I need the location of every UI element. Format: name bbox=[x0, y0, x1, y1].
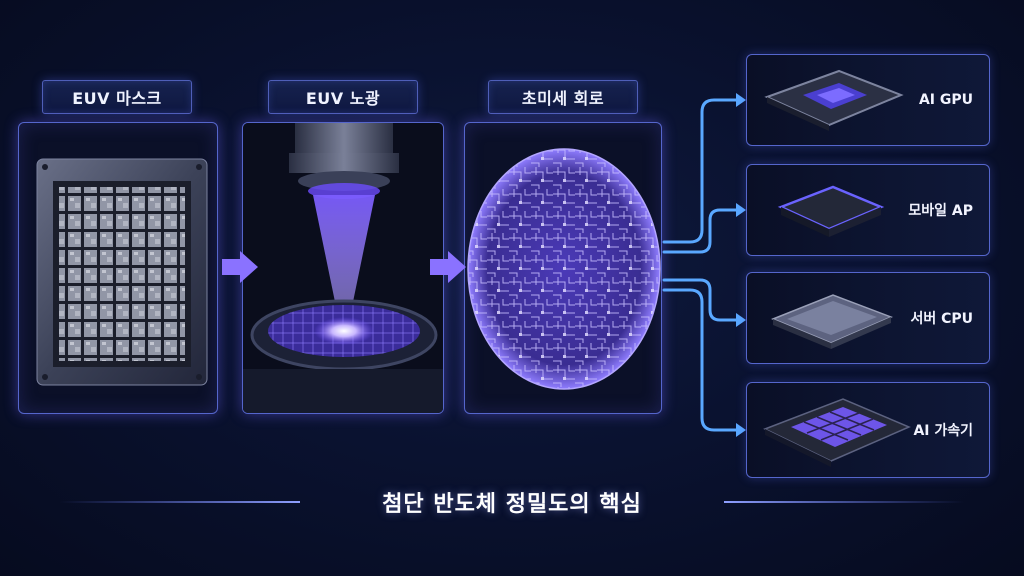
ultrafine-circuit-panel bbox=[464, 122, 662, 414]
output-label-server-cpu: 서버 CPU bbox=[910, 311, 973, 327]
euv-exposure-panel bbox=[242, 122, 444, 414]
euv-mask-illustration bbox=[36, 158, 208, 386]
mobile-ap-chip-icon bbox=[777, 185, 885, 237]
ai-accelerator-chip-icon bbox=[763, 398, 911, 467]
output-ai-accelerator: AI 가속기 bbox=[746, 382, 990, 478]
output-server-cpu: 서버 CPU bbox=[746, 272, 990, 364]
euv-mask-panel bbox=[18, 122, 218, 414]
footer-rule-left bbox=[60, 501, 300, 503]
euv-exposure-illustration bbox=[243, 123, 443, 413]
stage-label-euv-exposure: EUV 노광 bbox=[268, 80, 418, 114]
circuit-wafer-illustration bbox=[467, 148, 661, 390]
footer-title: 첨단 반도체 정밀도의 핵심 bbox=[382, 492, 642, 517]
output-label-mobile-ap: 모바일 AP bbox=[908, 203, 973, 219]
output-mobile-ap: 모바일 AP bbox=[746, 164, 990, 256]
stage-arrow-1 bbox=[222, 251, 258, 283]
gpu-chip-icon bbox=[764, 69, 904, 131]
output-label-ai-accelerator: AI 가속기 bbox=[913, 423, 973, 439]
stage-arrow-2 bbox=[430, 251, 466, 283]
footer-rule-right bbox=[724, 501, 964, 503]
server-cpu-chip-icon bbox=[771, 294, 893, 349]
stage-label-ultrafine-circuit: 초미세 회로 bbox=[488, 80, 638, 114]
output-label-ai-gpu: AI GPU bbox=[918, 92, 973, 108]
output-ai-gpu: AI GPU bbox=[746, 54, 990, 146]
stage-label-euv-mask: EUV 마스크 bbox=[42, 80, 192, 114]
